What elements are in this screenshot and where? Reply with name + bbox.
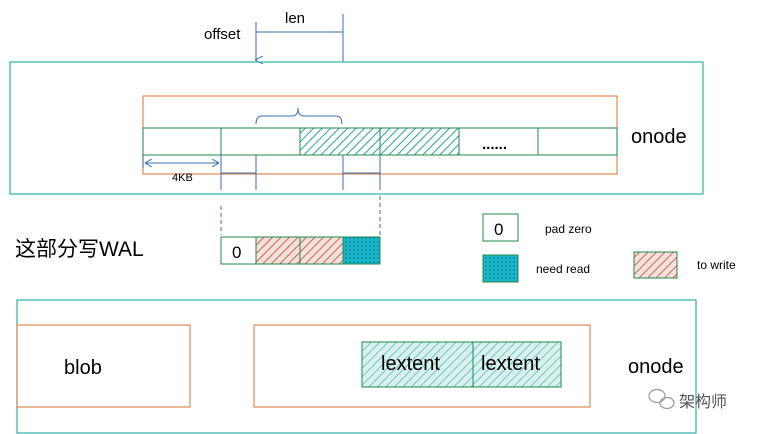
block-size-label: 4KB: [172, 172, 193, 184]
chat-bubble-icon: [648, 388, 675, 410]
legend-pad-zero-swatch: [482, 213, 519, 242]
watermark: 架构师: [648, 388, 727, 411]
lextent-box-1: [361, 341, 474, 388]
onode-top-label: onode: [631, 126, 687, 148]
len-label: len: [285, 10, 305, 27]
legend-to-write-swatch: [633, 251, 678, 279]
lextent-box-2: [472, 341, 562, 388]
onode-bottom-label: onode: [628, 356, 684, 378]
offset-label: offset: [204, 26, 241, 43]
wal-caption: 这部分写WAL: [15, 238, 144, 261]
lextent-label-2: lextent: [481, 353, 540, 375]
legend: 0 pad zero need read to write: [482, 213, 736, 283]
block-1: [220, 127, 301, 156]
wal-zero-label: 0: [232, 243, 241, 262]
len-brace: [255, 107, 343, 125]
ellipsis-label: ......: [482, 136, 507, 153]
wal-write-cell-2: [299, 236, 344, 265]
legend-need-read-swatch: [482, 254, 519, 283]
lextent-label-1: lextent: [381, 353, 440, 375]
block-2-hatched: [299, 127, 381, 156]
legend-to-write-label: to write: [697, 258, 736, 272]
legend-pad-zero-label: pad zero: [545, 222, 592, 236]
wal-pad-zero-cell: [220, 236, 257, 265]
block-4: [458, 127, 539, 156]
lextent-container-box: [253, 324, 591, 408]
onode-top-box: [9, 61, 704, 195]
legend-pad-zero-symbol: 0: [494, 220, 503, 239]
wal-need-read-cell: [342, 236, 381, 265]
legend-need-read-label: need read: [536, 262, 590, 276]
wal-write-cell-1: [255, 236, 301, 265]
block-3-hatched: [379, 127, 460, 156]
blob-box: [16, 324, 191, 408]
blob-label: blob: [64, 357, 102, 379]
wal-row: [220, 236, 381, 265]
watermark-text: 架构师: [679, 393, 727, 411]
onode-bottom-box: [16, 299, 697, 434]
block-0: [142, 127, 222, 156]
block-5: [537, 127, 618, 156]
block-row: [142, 127, 618, 156]
